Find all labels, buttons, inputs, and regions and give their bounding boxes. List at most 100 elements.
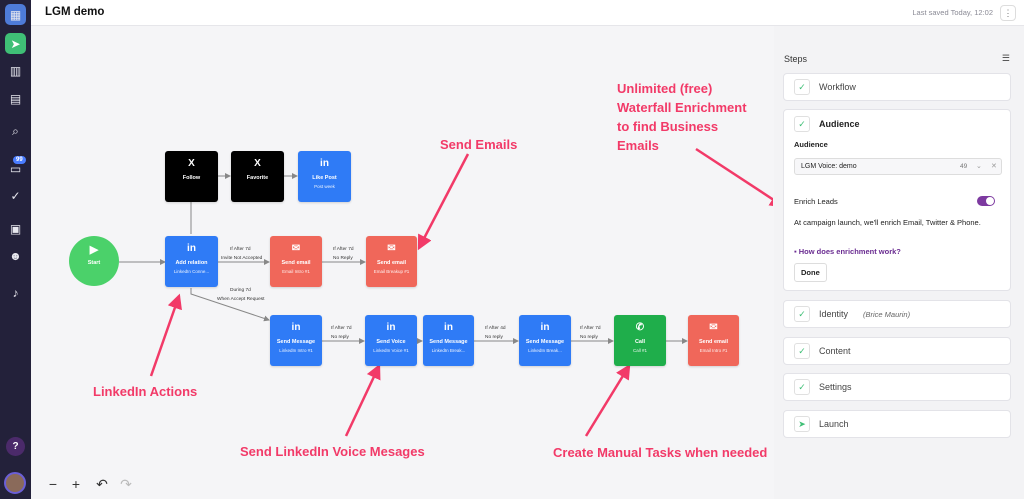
- team-icon[interactable]: ☻: [9, 248, 22, 263]
- mail-icon: ✉: [709, 322, 718, 333]
- node-title: Send email: [376, 260, 407, 266]
- zoom-in-button[interactable]: +: [71, 476, 81, 492]
- workflow-canvas[interactable]: ▶ Start X Follow X Favorite in Like Post…: [31, 26, 773, 499]
- step-settings[interactable]: ✓ Settings: [783, 373, 1011, 401]
- edge-label: No reply: [485, 335, 503, 340]
- send-icon: ➤: [794, 416, 810, 432]
- done-button[interactable]: Done: [794, 263, 827, 282]
- page-title: LGM demo: [45, 6, 105, 18]
- edge-label: If After 7d: [230, 247, 251, 252]
- enrichment-help-link[interactable]: ▪ How does enrichment work?: [794, 247, 901, 256]
- edge-label: No Reply: [333, 256, 353, 261]
- edge-label: When Accept Request: [217, 297, 265, 302]
- edge-label: If After 7d: [580, 326, 601, 331]
- avatar[interactable]: [4, 472, 26, 494]
- edge-label: Invite Not Accepted: [221, 256, 263, 261]
- stats-icon[interactable]: ▥: [9, 63, 22, 78]
- enrich-description: At campaign launch, we'll enrich Email, …: [794, 218, 981, 227]
- chevron-down-icon[interactable]: ⌄: [976, 163, 982, 170]
- callout-linkedin-actions: LinkedIn Actions: [93, 384, 198, 399]
- collapse-panel-icon[interactable]: ☰: [1001, 53, 1010, 63]
- edge-label: If After 7d: [333, 247, 354, 252]
- clear-icon[interactable]: ✕: [991, 163, 997, 170]
- check-icon: ✓: [794, 116, 810, 132]
- node-title: Like Post: [312, 175, 337, 181]
- send-voice-node[interactable]: in Send Voice LinkedIn Voice #1: [365, 315, 417, 366]
- step-label: Launch: [819, 419, 849, 429]
- node-title: Send Voice: [376, 339, 406, 345]
- inbox-badge: 99: [13, 156, 26, 164]
- phone-icon: ✆: [635, 322, 645, 333]
- node-subtitle: Email Breakup #1: [373, 269, 410, 274]
- node-title: Send Message: [429, 339, 468, 345]
- step-audience[interactable]: ✓ Audience Audience LGM Voice: demo 49 ⌄…: [783, 109, 1011, 291]
- step-workflow[interactable]: ✓ Workflow: [783, 73, 1011, 101]
- linkedin-icon: in: [320, 158, 329, 169]
- workflow-connectors: [119, 147, 773, 437]
- linkedin-icon: in: [386, 322, 396, 333]
- undo-icon[interactable]: ↶: [96, 475, 108, 492]
- step-label: Identity: [819, 309, 849, 319]
- briefcase-icon[interactable]: ▣: [9, 221, 22, 236]
- search-icon[interactable]: ⌕: [12, 124, 19, 138]
- node-title: Favorite: [246, 175, 269, 181]
- audience-value: LGM Voice: demo: [801, 163, 857, 170]
- edge-label: No reply: [331, 335, 349, 340]
- check-icon: ✓: [794, 79, 810, 95]
- audience-select[interactable]: LGM Voice: demo 49 ⌄ ✕: [794, 158, 1002, 175]
- node-title: Call: [634, 339, 646, 345]
- edge-label: During 7d: [230, 288, 251, 293]
- step-launch[interactable]: ➤ Launch: [783, 410, 1011, 438]
- step-identity[interactable]: ✓ Identity (Brice Maurin): [783, 300, 1011, 328]
- like-post-node[interactable]: in Like Post Post week: [298, 151, 351, 202]
- bell-icon[interactable]: ♪: [12, 285, 19, 300]
- linkedin-icon: in: [291, 322, 301, 333]
- start-node[interactable]: ▶ Start: [69, 236, 119, 286]
- step-label: Settings: [819, 382, 852, 392]
- step-content[interactable]: ✓ Content: [783, 337, 1011, 365]
- send-email-intro-node[interactable]: ✉ Send email Email Intro #1: [688, 315, 739, 366]
- inbox-icon[interactable]: ▭: [9, 161, 22, 176]
- audience-count: 49: [960, 163, 968, 170]
- check-icon: ✓: [794, 306, 810, 322]
- app-logo-icon[interactable]: ▦: [5, 4, 26, 25]
- node-subtitle: Email Intro #1: [282, 269, 310, 274]
- linkedin-icon: in: [540, 322, 550, 333]
- follow-node[interactable]: X Follow: [165, 151, 218, 202]
- call-node[interactable]: ✆ Call Call #1: [614, 315, 666, 366]
- node-subtitle: LinkedIn Break...: [431, 348, 466, 353]
- add-relation-node[interactable]: in Add relation LinkedIn Conne...: [165, 236, 218, 287]
- x-icon: X: [254, 158, 261, 169]
- edge-label: No reply: [580, 335, 598, 340]
- send-message-node[interactable]: in Send Message LinkedIn Intro #1: [270, 315, 322, 366]
- steps-panel: Steps ☰ ✓ Workflow ✓ Audience Audience L…: [774, 26, 1024, 499]
- node-subtitle: Email Intro #1: [699, 348, 728, 353]
- enrich-toggle[interactable]: [977, 196, 995, 206]
- top-bar: LGM demo Last saved Today, 12:02 ⋮: [31, 0, 1024, 26]
- node-title: Send Message: [276, 339, 316, 345]
- favorite-node[interactable]: X Favorite: [231, 151, 284, 202]
- enrich-label: Enrich Leads: [794, 197, 838, 206]
- contacts-icon[interactable]: ▤: [9, 91, 22, 106]
- node-title: Follow: [182, 175, 201, 181]
- step-label: Audience: [819, 119, 860, 129]
- redo-icon[interactable]: ↷: [120, 475, 132, 492]
- edge-label: If After 4d: [485, 326, 506, 331]
- send-message-breakup-node[interactable]: in Send Message LinkedIn Break...: [423, 315, 474, 366]
- kebab-icon[interactable]: ⋮: [1000, 5, 1016, 21]
- node-title: Send Message: [525, 339, 565, 345]
- send-message-breakup-node-2[interactable]: in Send Message LinkedIn Break...: [519, 315, 571, 366]
- zoom-out-button[interactable]: −: [48, 476, 58, 492]
- last-saved-text: Last saved Today, 12:02: [912, 8, 993, 17]
- node-subtitle: LinkedIn Conne...: [173, 269, 210, 274]
- play-icon: ▶: [89, 244, 99, 256]
- check-icon: ✓: [794, 343, 810, 359]
- tasks-icon[interactable]: ✓: [10, 188, 21, 203]
- send-email-node[interactable]: ✉ Send email Email Intro #1: [270, 236, 322, 287]
- node-subtitle: LinkedIn Break...: [528, 348, 562, 353]
- enrichment-help-text: How does enrichment work?: [798, 247, 901, 256]
- campaigns-icon[interactable]: ➤: [5, 33, 26, 54]
- send-email-breakup-node[interactable]: ✉ Send email Email Breakup #1: [366, 236, 417, 287]
- help-button[interactable]: ?: [6, 437, 25, 456]
- mail-icon: ✉: [387, 243, 396, 254]
